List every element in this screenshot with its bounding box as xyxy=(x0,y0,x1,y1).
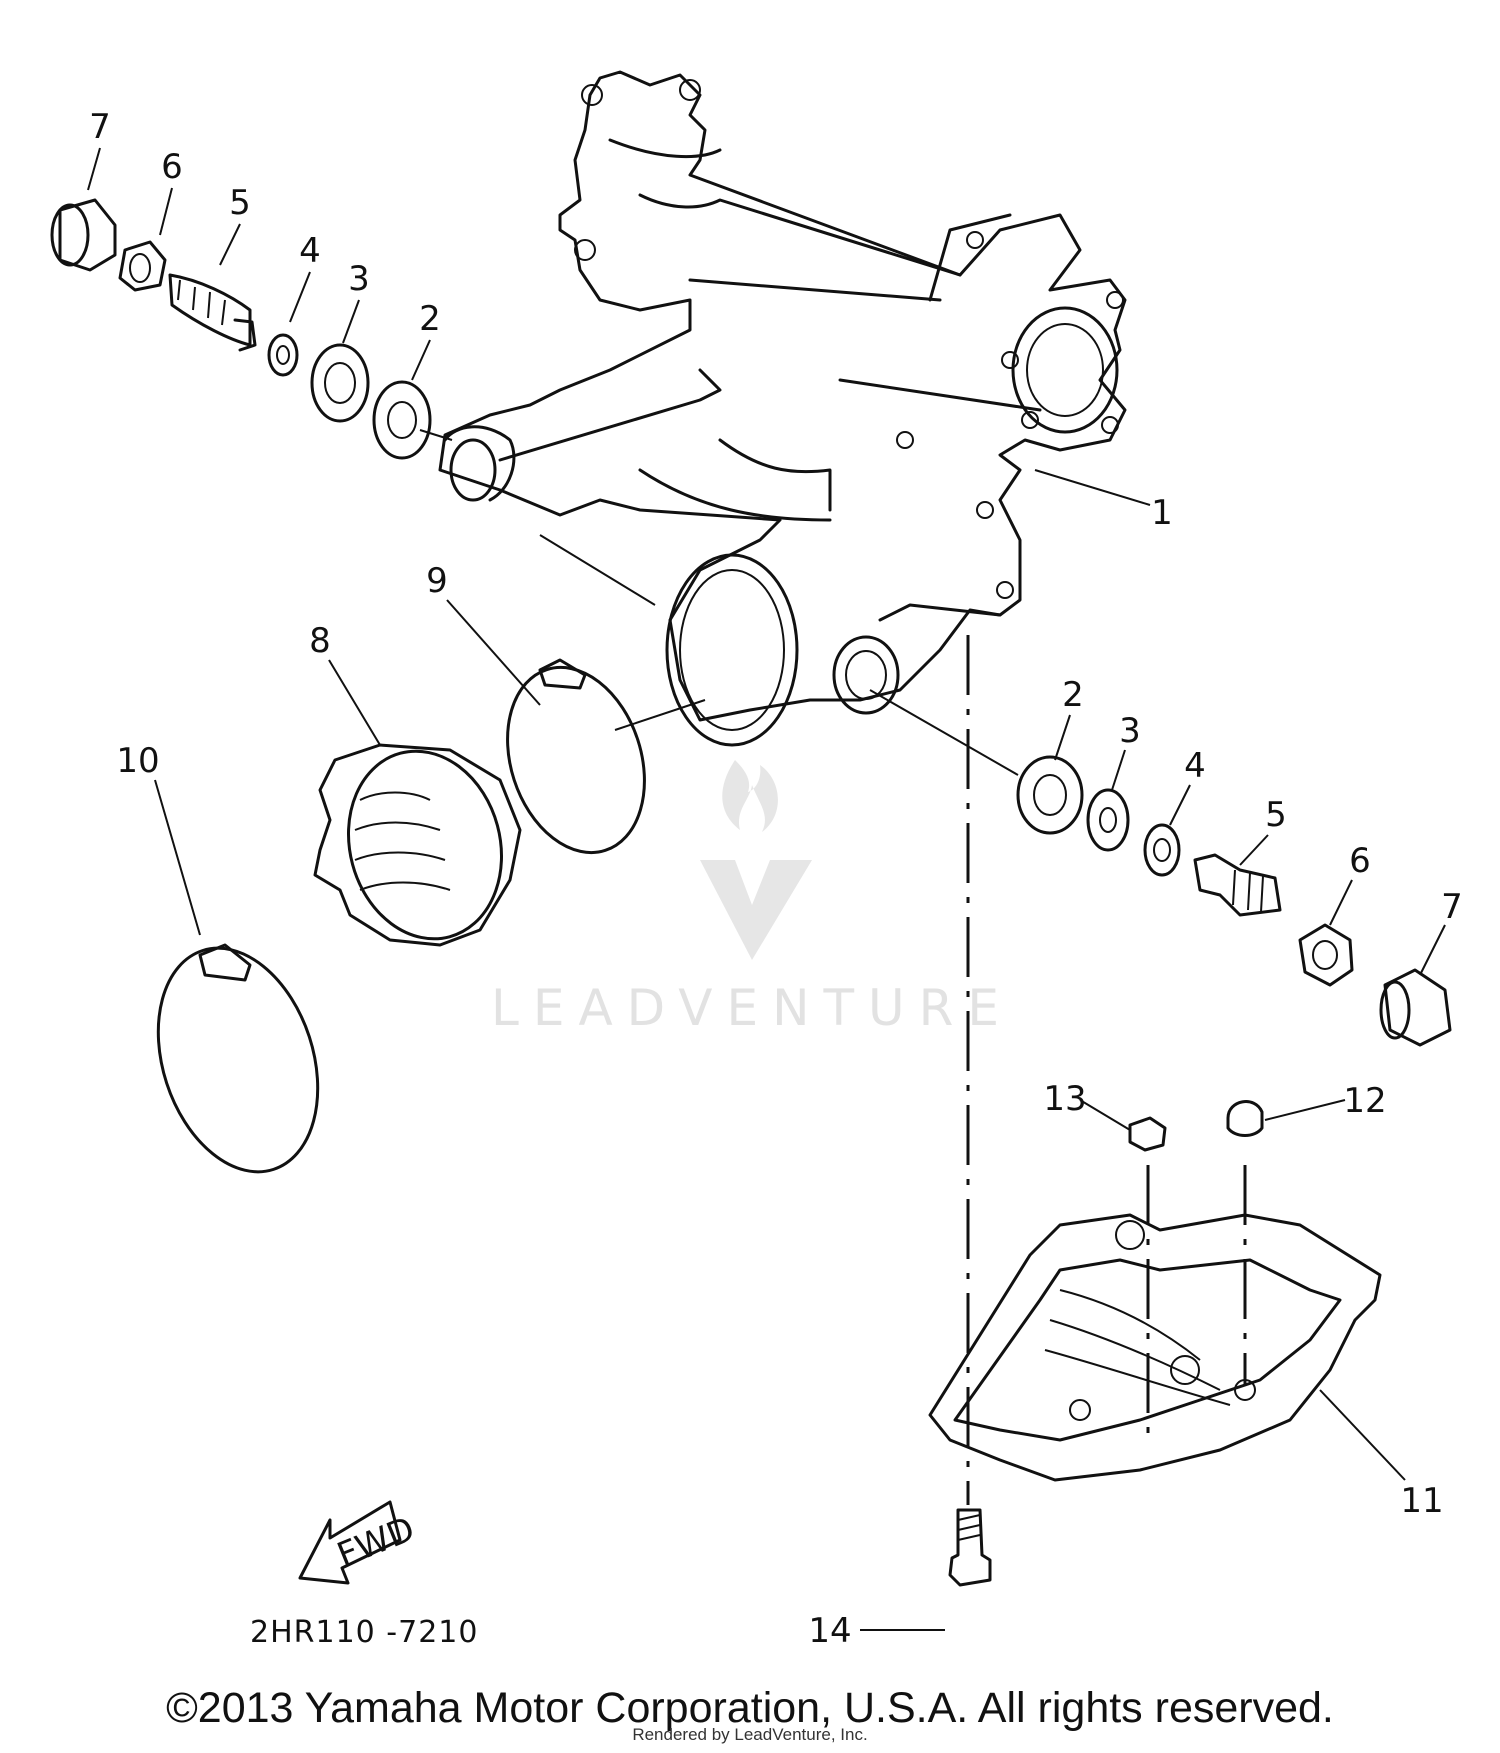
left-bearing-stack xyxy=(50,198,453,460)
watermark: LEADVENTURE xyxy=(491,760,1013,1037)
callout-13: 13 xyxy=(1043,1079,1086,1119)
callout-4-left: 4 xyxy=(299,231,321,271)
rendered-by-notice: Rendered by LeadVenture, Inc. xyxy=(632,1725,868,1744)
callout-6-right: 6 xyxy=(1349,841,1371,881)
callout-2-right: 2 xyxy=(1062,675,1084,715)
callout-4-right: 4 xyxy=(1184,746,1206,786)
watermark-text: LEADVENTURE xyxy=(491,979,1013,1037)
callout-leaders xyxy=(87,147,1446,976)
callout-3-left: 3 xyxy=(348,259,370,299)
callout-2-left: 2 xyxy=(419,299,441,339)
fwd-label: FWD xyxy=(332,1509,421,1576)
clamps-and-boot xyxy=(156,658,706,1174)
callout-10: 10 xyxy=(116,741,159,781)
drawing-code: 2HR110 -7210 xyxy=(250,1615,478,1650)
skid-plate xyxy=(928,1213,1406,1482)
callout-12: 12 xyxy=(1343,1081,1386,1121)
callout-14: 14 xyxy=(808,1611,851,1651)
swingarm xyxy=(438,70,1151,747)
callout-7-left: 7 xyxy=(89,107,111,147)
right-bearing-stack xyxy=(869,689,1452,1047)
callout-3-right: 3 xyxy=(1119,711,1141,751)
callout-5-left: 5 xyxy=(229,183,251,223)
callout-8: 8 xyxy=(309,621,331,661)
callout-11: 11 xyxy=(1400,1481,1443,1521)
callout-7-right: 7 xyxy=(1441,887,1463,927)
fwd-arrow: FWD xyxy=(298,1500,421,1585)
callout-5-right: 5 xyxy=(1265,795,1287,835)
plugs xyxy=(1079,1099,1346,1435)
callout-9: 9 xyxy=(426,561,448,601)
callout-6-left: 6 xyxy=(161,147,183,187)
callout-numbers: 7 6 5 4 3 2 1 9 8 10 2 3 4 5 6 7 13 12 1… xyxy=(89,107,1463,1651)
copyright-notice: ©2013 Yamaha Motor Corporation, U.S.A. A… xyxy=(166,1684,1334,1732)
bolt xyxy=(860,635,992,1631)
callout-1: 1 xyxy=(1151,493,1173,533)
